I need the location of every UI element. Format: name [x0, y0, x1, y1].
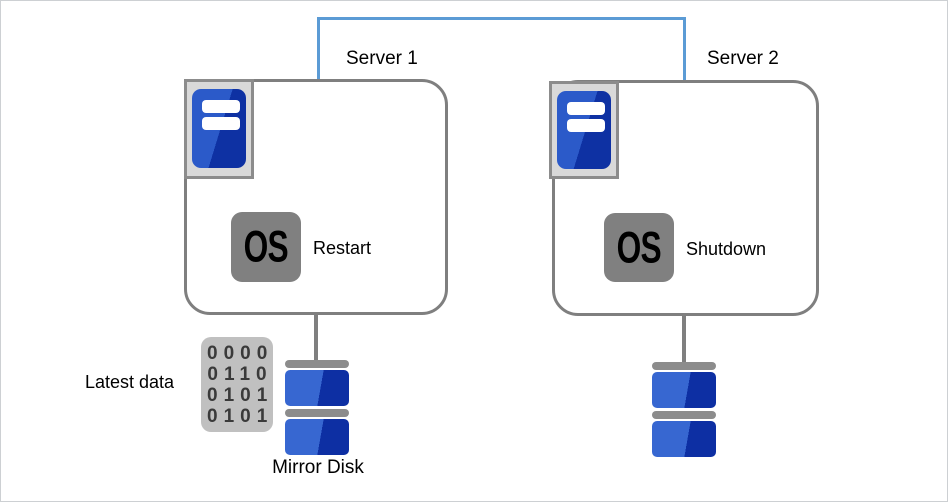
tower-slot-icon	[202, 117, 240, 130]
mirror-disk-label: Mirror Disk	[272, 457, 364, 478]
disk-cap-bar	[285, 409, 349, 417]
binary-row: 0101	[207, 385, 274, 406]
os-badge-label: OS	[243, 221, 289, 272]
disk-platter	[652, 421, 716, 457]
server2-name-label: Server 2	[707, 48, 779, 69]
server2-mirror-disk-icon	[652, 362, 716, 457]
tower-slot-icon	[202, 100, 240, 113]
binary-row: 0101	[207, 406, 274, 427]
latest-data-label: Latest data	[85, 372, 175, 392]
tower-slot-icon	[567, 102, 605, 115]
server1-mirror-disk-icon	[285, 360, 349, 455]
tower-body-icon	[192, 89, 246, 168]
tower-body-icon	[557, 91, 611, 169]
disk-platter	[285, 419, 349, 455]
server1-os-action-label: Restart	[313, 238, 372, 258]
binary-row: 0000	[207, 343, 274, 364]
latest-data-binary-icon: 0000 0110 0101 0101	[201, 337, 273, 432]
server2-os-icon: OS	[604, 213, 674, 282]
server2-os-action-label: Shutdown	[686, 239, 767, 259]
os-badge-label: OS	[616, 222, 662, 272]
server1-disk-connector-line	[314, 313, 318, 363]
disk-cap-bar	[285, 360, 349, 368]
disk-cap-bar	[652, 362, 716, 370]
disk-platter	[652, 372, 716, 408]
server1-os-icon: OS	[231, 212, 301, 282]
interconnect-link-line	[317, 17, 686, 81]
disk-platter	[285, 370, 349, 406]
server1-name-label: Server 1	[346, 48, 418, 69]
tower-slot-icon	[567, 119, 605, 132]
server2-disk-connector-line	[682, 315, 686, 365]
disk-cap-bar	[652, 411, 716, 419]
server1-tower-icon	[184, 79, 254, 179]
binary-row: 0110	[207, 364, 273, 385]
server2-tower-icon	[549, 81, 619, 179]
